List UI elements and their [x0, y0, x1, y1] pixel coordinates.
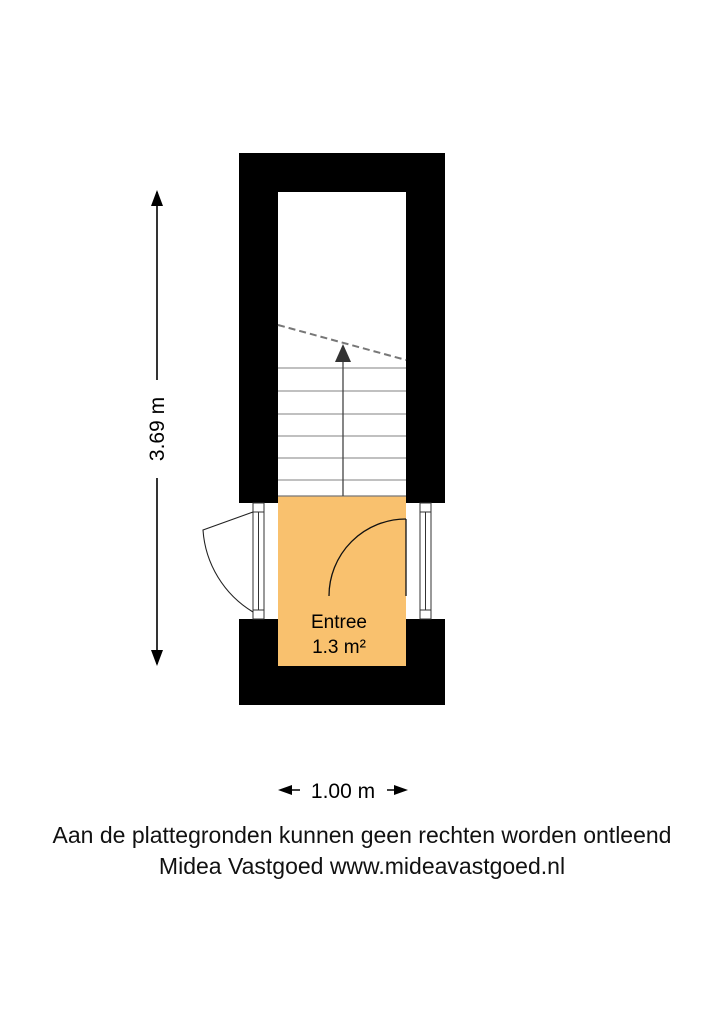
walls [239, 153, 445, 705]
right-window [419, 502, 432, 620]
width-dimension-label: 1.00 m [311, 780, 375, 803]
left-window-swing [202, 511, 254, 613]
door-swing-arc [328, 518, 407, 597]
room-entree-fill [278, 496, 406, 666]
wall-left-upper [239, 153, 278, 503]
arrow-left-icon [278, 785, 292, 795]
left-window [252, 502, 265, 620]
height-dimension-label: 3.69 m [146, 397, 169, 461]
room-name-label: Entree [311, 612, 367, 633]
footer-disclaimer: Aan de plattegronden kunnen geen rechten… [52, 822, 672, 848]
room-area-label: 1.3 m² [312, 637, 366, 658]
arrow-up-icon [151, 190, 163, 206]
wall-bottom [239, 666, 445, 705]
arrow-down-icon [151, 650, 163, 666]
stair-cut-line [277, 324, 407, 361]
height-dimension: 3.69 m [146, 190, 169, 666]
staircase [278, 367, 406, 497]
stair-direction-arrow-icon [335, 344, 351, 362]
wall-right-upper [406, 153, 445, 503]
arrow-right-icon [394, 785, 408, 795]
width-dimension: 1.00 m [278, 780, 408, 803]
footer-company: Midea Vastgoed www.mideavastgoed.nl [158, 853, 566, 879]
